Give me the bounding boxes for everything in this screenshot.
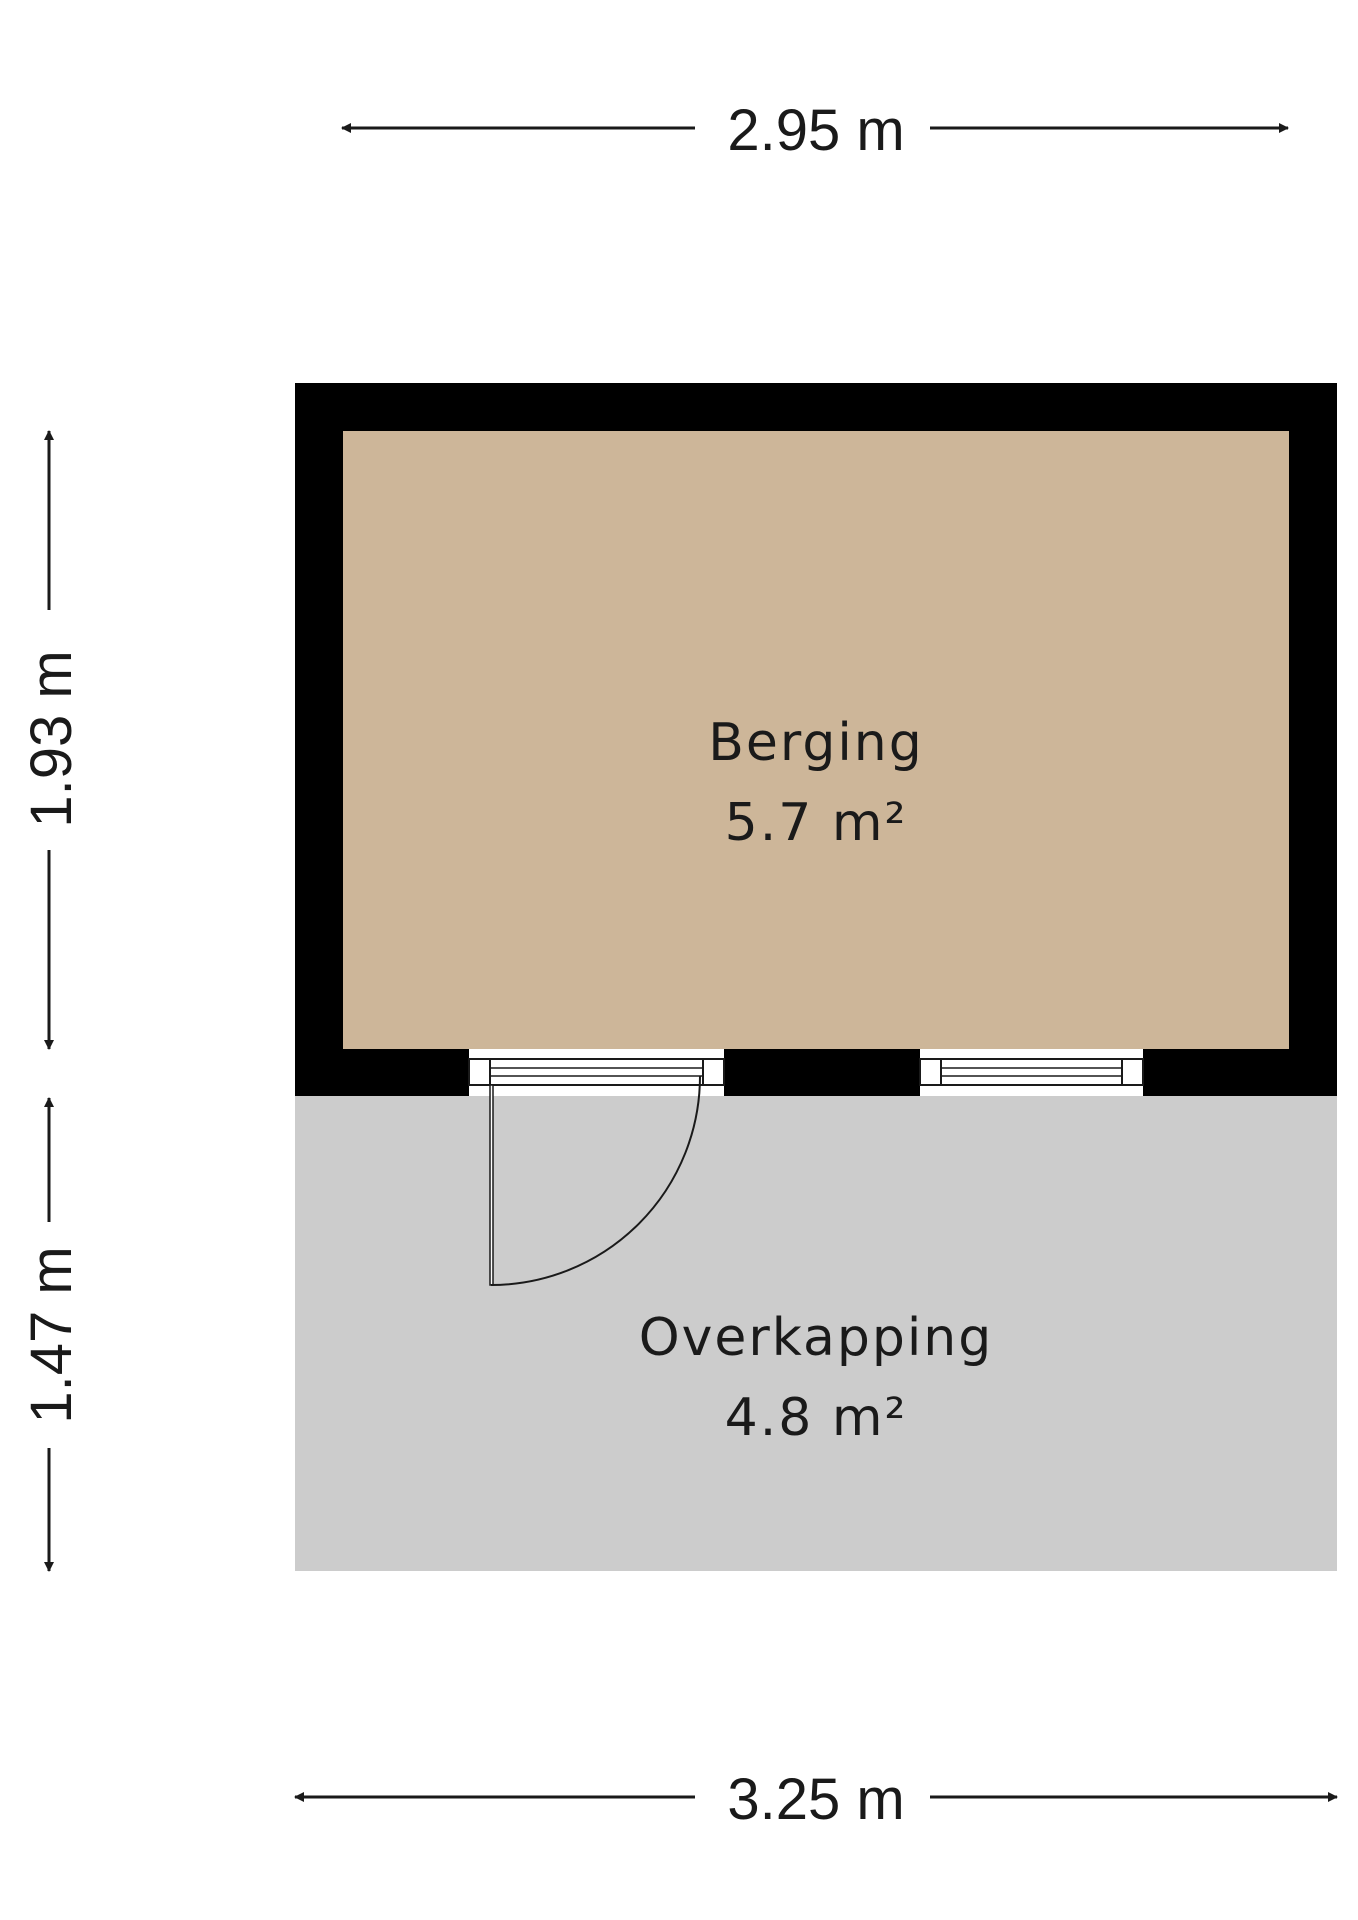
dimension-bottom-width: 3.25 m (294, 1767, 1338, 1832)
dimension-left-upper-height: 1.93 m (19, 430, 84, 1050)
door-swing-arc (490, 1075, 701, 1286)
door (468, 1049, 725, 1286)
canopy-room-name: Overkapping (639, 1308, 994, 1368)
canopy-floor (295, 1095, 1337, 1571)
storage-floor (343, 431, 1289, 1049)
window (919, 1049, 1144, 1096)
storage-room-area: 5.7 m² (725, 793, 908, 853)
dimension-top-width: 2.95 m (341, 98, 1289, 163)
dimension-left-lower-height: 1.47 m (19, 1097, 84, 1572)
canopy-room-area: 4.8 m² (725, 1388, 908, 1448)
door-leaf (489, 1084, 494, 1286)
top-width-label: 2.95 m (727, 98, 904, 163)
bottom-width-label: 3.25 m (727, 1767, 904, 1832)
left-upper-height-label: 1.93 m (19, 650, 84, 827)
storage-room-name: Berging (708, 713, 924, 773)
left-lower-height-label: 1.47 m (19, 1246, 84, 1423)
